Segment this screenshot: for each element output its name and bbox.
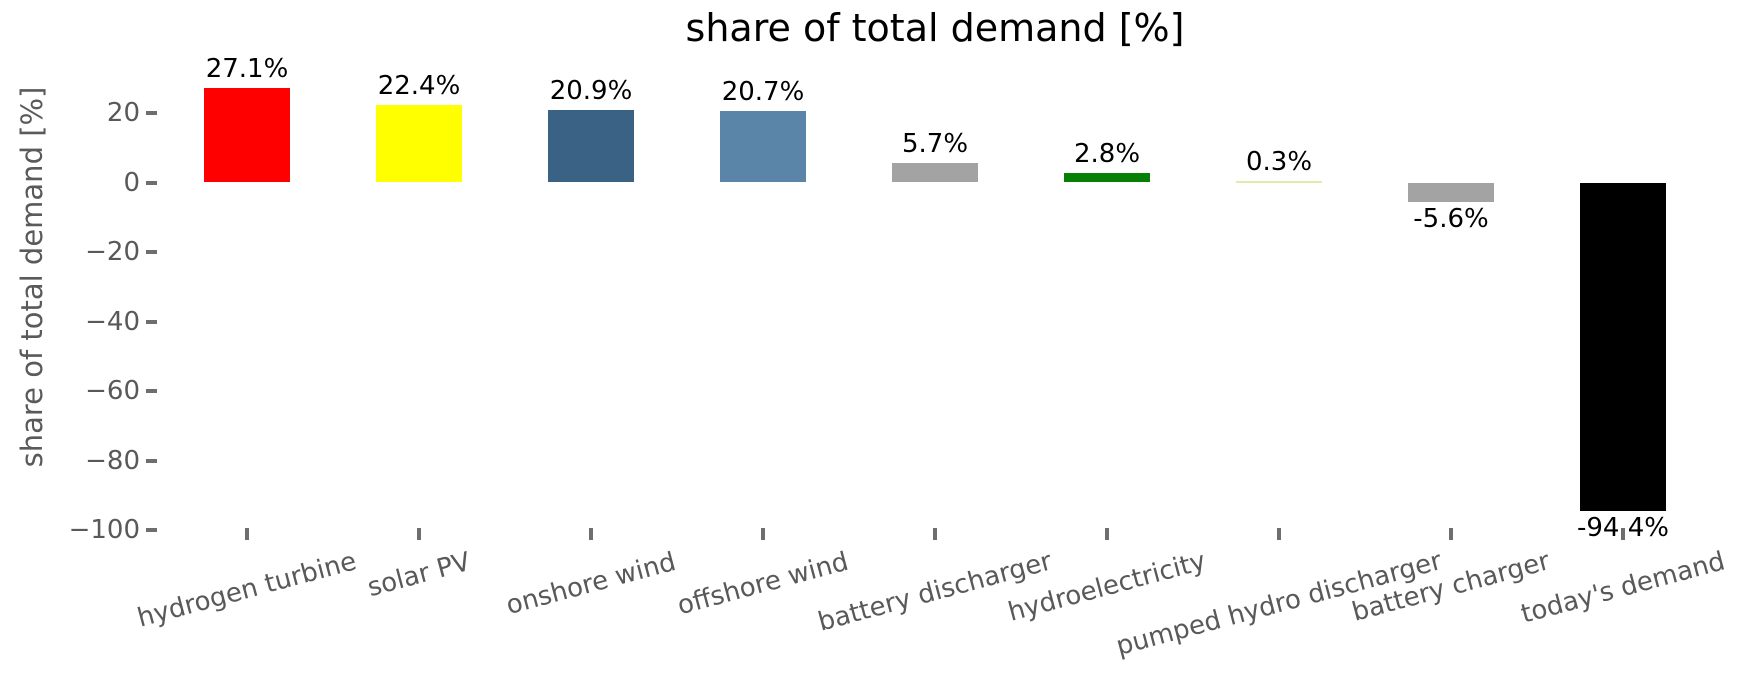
y-tick-mark [146,111,157,115]
x-tick-label-solar-pv: solar PV [364,546,474,603]
bar-offshore-wind [720,110,806,183]
x-tick-mark [417,528,421,540]
x-tick-mark [933,528,937,540]
bar-value-label: 20.7% [721,76,805,107]
bar-onshore-wind [548,109,634,183]
x-tick-mark [1277,528,1281,540]
x-tick-mark [589,528,593,540]
bar-battery-charger [1408,182,1494,202]
chart-title: share of total demand [%] [685,6,1185,50]
bar-today-s-demand [1580,182,1666,511]
x-tick-mark [1621,528,1625,540]
bar-value-label: 27.1% [205,54,289,85]
y-tick-label: −100 [68,515,140,545]
bar-value-label: 20.9% [549,75,633,106]
x-tick-mark [1449,528,1453,540]
y-tick-label: −60 [85,376,140,406]
x-tick-mark [245,528,249,540]
y-tick-mark [146,528,157,532]
x-tick-label-today-s-demand: today's demand [1517,546,1729,630]
y-tick-label: 0 [123,167,140,198]
x-tick-label-onshore-wind: onshore wind [502,546,680,621]
y-tick-label: −20 [85,237,140,267]
y-tick-mark [146,250,157,254]
bar-value-label: 5.7% [901,128,969,159]
y-tick-mark [146,319,157,324]
y-axis-label: share of total demand [%] [15,86,49,468]
bar-pumped-hydro-discharger [1236,180,1322,183]
y-tick-mark [146,458,157,463]
bar-value-label: 22.4% [377,70,461,101]
bar-value-label: -5.6% [1413,203,1489,234]
bar-value-label: 2.8% [1073,138,1141,169]
y-tick-label: 20 [106,98,140,128]
bar-hydrogen-turbine [204,88,290,183]
x-tick-mark [761,528,765,540]
bar-value-label: 0.3% [1245,146,1313,177]
y-tick-label: −80 [85,445,140,476]
y-tick-label: −40 [85,306,140,337]
x-tick-mark [1105,528,1109,540]
x-tick-label-hydrogen-turbine: hydrogen turbine [134,546,360,634]
y-tick-mark [146,389,157,393]
bar-solar-pv [376,104,462,183]
y-tick-mark [146,180,157,185]
bar-battery-discharger [892,162,978,183]
bar-hydroelectricity [1064,172,1150,183]
